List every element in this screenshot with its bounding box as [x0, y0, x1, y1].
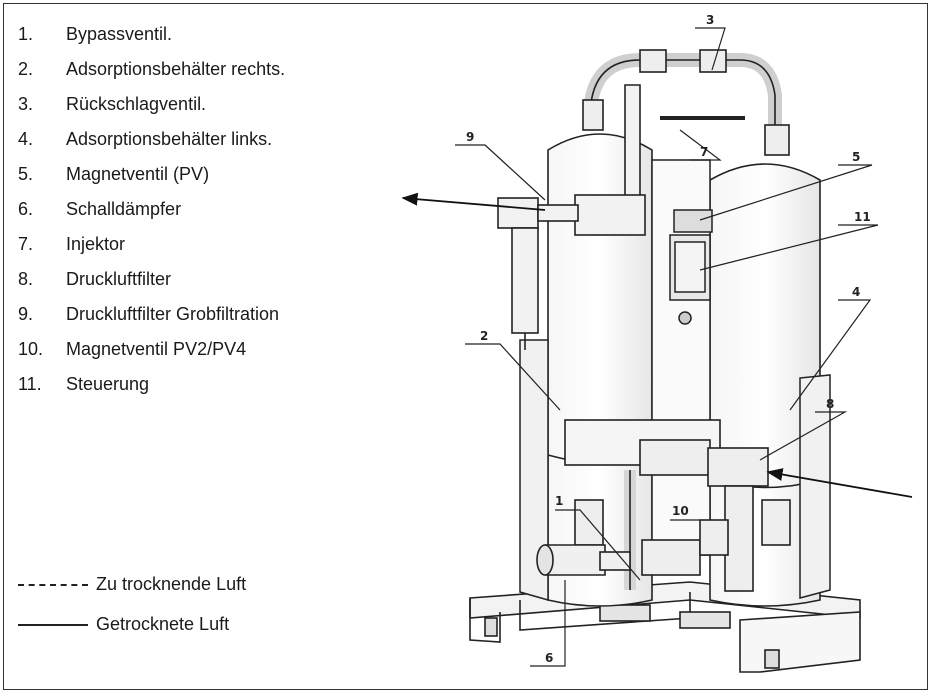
callout-label-1: 1 — [555, 494, 563, 508]
legend-label: Adsorptionsbehälter rechts. — [66, 58, 286, 79]
legend-num: 11. — [18, 373, 42, 394]
top-piping — [582, 49, 790, 156]
callout-line-5 — [699, 164, 873, 221]
callout-line-8 — [759, 411, 848, 461]
callouts — [455, 27, 879, 667]
callout-label-7: 7 — [700, 145, 708, 159]
callout-line-9 — [455, 144, 546, 201]
legend-label: Bypassventil. — [66, 23, 173, 44]
bottom-piping-filter-8 — [564, 419, 791, 592]
callout-label-6: 6 — [545, 651, 553, 665]
callout-label-9: 9 — [466, 130, 474, 144]
callout-label-8: 8 — [826, 397, 834, 411]
callout-line-11 — [699, 224, 879, 271]
callout-label-10: 10 — [672, 504, 689, 518]
legend-label: Magnetventil PV2/PV4 — [66, 338, 247, 359]
legend-num: 9. — [18, 303, 34, 324]
check-valve-3 — [699, 49, 727, 73]
outlet-arrow-dried-air — [401, 192, 546, 211]
legend-label: Schalldämpfer — [66, 198, 182, 219]
callout-line-4 — [789, 299, 872, 411]
air-flow-arrows — [401, 192, 913, 498]
line-legend-dashed: Zu trocknende Luft — [18, 574, 246, 595]
legend-num: 7. — [18, 233, 34, 254]
legend-label: Druckluftfilter Grobfiltration — [66, 303, 280, 324]
callout-label-4: 4 — [852, 285, 860, 299]
legend-num: 4. — [18, 128, 34, 149]
line-legend-solid-label: Getrocknete Luft — [96, 614, 230, 634]
legend-label: Steuerung — [66, 373, 150, 394]
legend-num: 8. — [18, 268, 34, 289]
callout-line-7 — [679, 129, 722, 161]
legend-label: Adsorptionsbehälter links. — [66, 128, 273, 149]
callout-line-3 — [695, 27, 726, 71]
legend-num: 1. — [18, 23, 34, 44]
legend-num: 2. — [18, 58, 34, 79]
dashed-line-sample — [18, 583, 88, 586]
solid-line-sample — [18, 623, 88, 626]
callout-line-1 — [555, 509, 641, 581]
inlet-arrow-wet-air — [766, 468, 913, 498]
legend-label: Injektor — [66, 233, 126, 254]
callout-line-2 — [465, 343, 561, 411]
coarse-filter-9 — [497, 84, 646, 350]
callout-line-6 — [530, 580, 566, 667]
callout-label-5: 5 — [852, 150, 860, 164]
callout-label-2: 2 — [480, 329, 488, 343]
legend-label: Magnetventil (PV) — [66, 163, 210, 184]
legend-num: 6. — [18, 198, 34, 219]
filter-8-head — [707, 447, 769, 487]
legend-label: Rückschlagventil. — [66, 93, 207, 114]
legend-label: Druckluftfilter — [66, 268, 172, 289]
side-frame-left — [519, 339, 831, 601]
legend-num: 5. — [18, 163, 34, 184]
line-legend-dashed-label: Zu trocknende Luft — [96, 574, 247, 594]
silencer-6 — [536, 544, 631, 576]
back-column-with-controller — [651, 159, 713, 556]
solenoid-valve-pv2 — [699, 519, 729, 556]
callout-labels: 1 2 3 4 5 6 7 8 9 10 11 — [466, 13, 871, 665]
callout-label-11: 11 — [854, 210, 871, 224]
bypass-valve-1 — [641, 539, 701, 576]
solenoid-valve-pv — [673, 209, 713, 233]
line-legend-solid: Getrocknete Luft — [18, 614, 229, 635]
callout-label-3: 3 — [706, 13, 714, 27]
legend-num: 3. — [18, 93, 34, 114]
legend-num: 10. — [18, 338, 44, 359]
